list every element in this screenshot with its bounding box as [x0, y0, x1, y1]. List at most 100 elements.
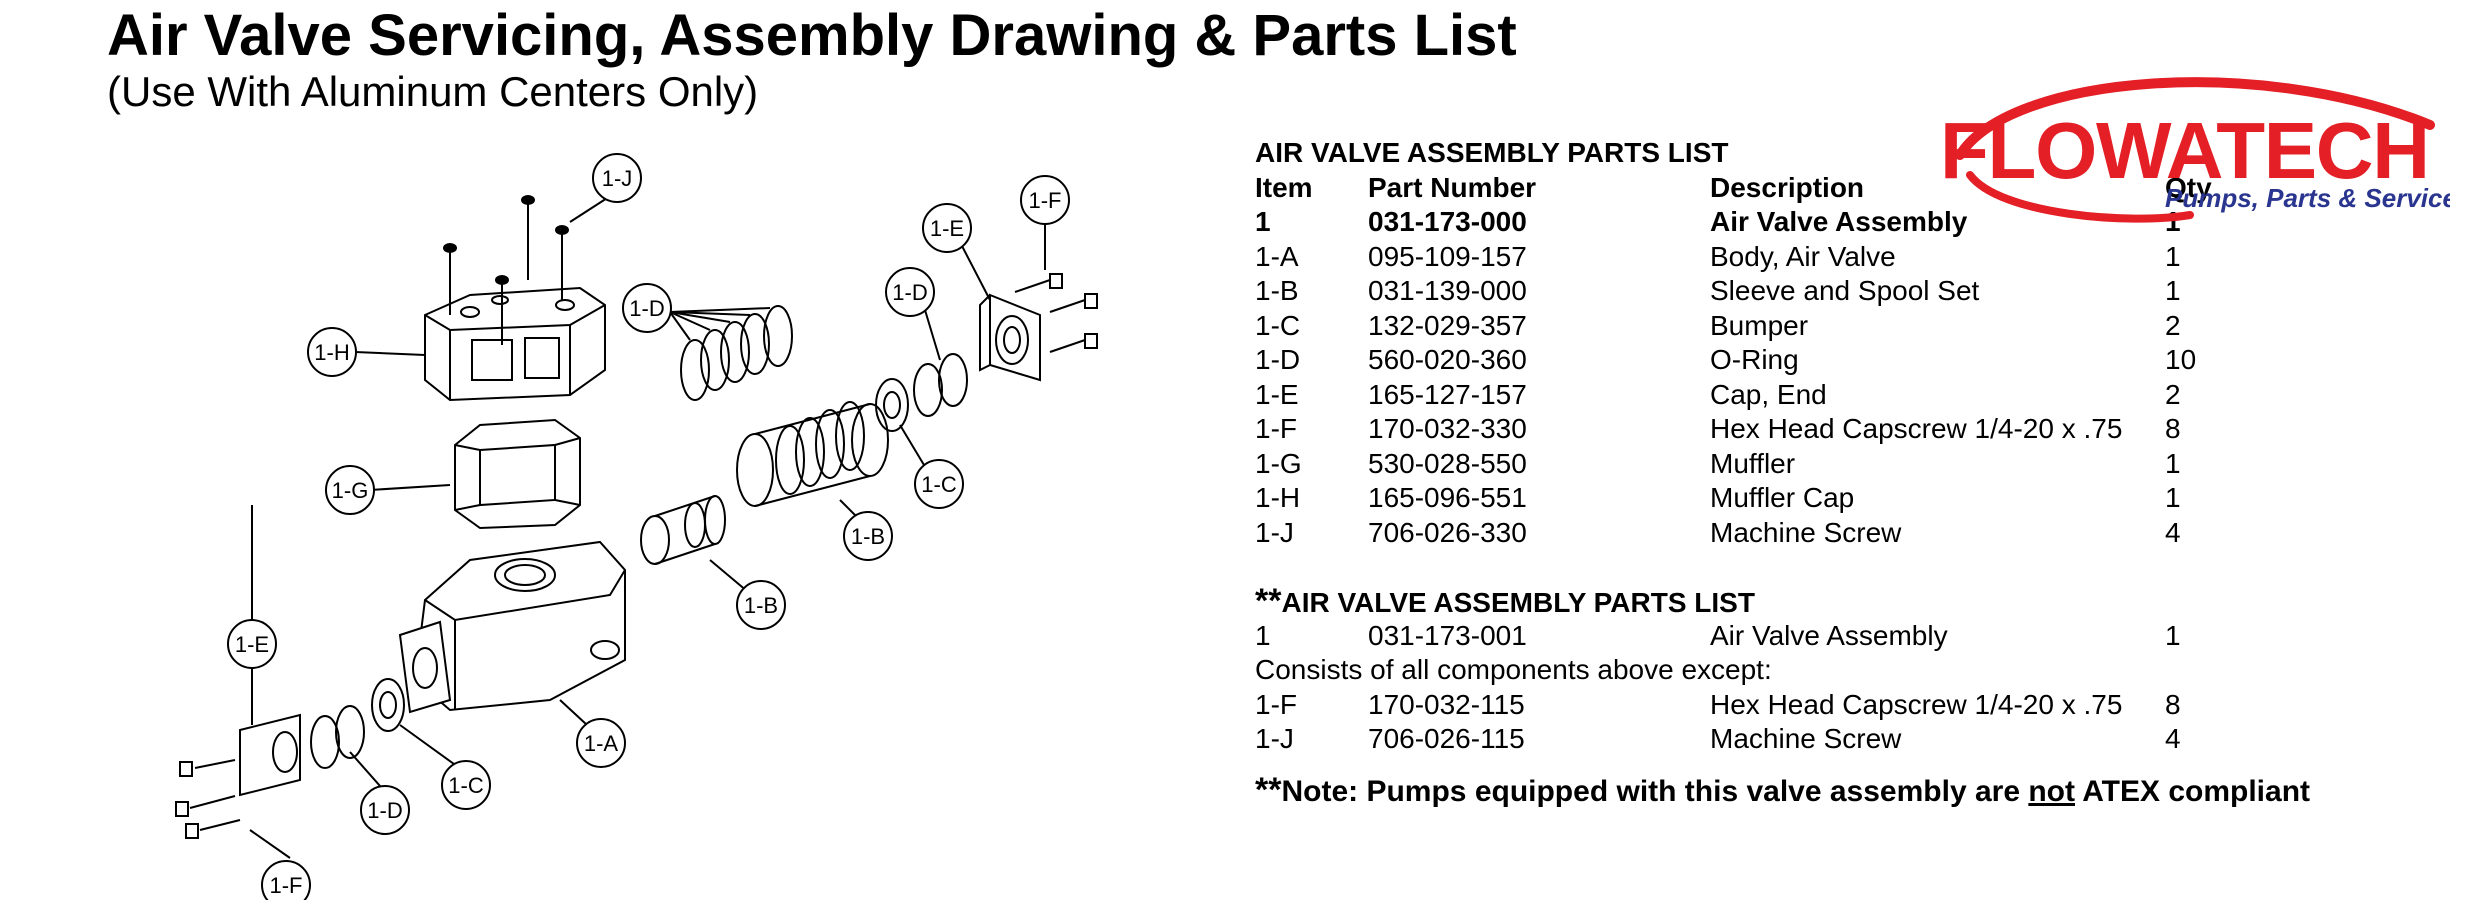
muffler-cap-part [424, 286, 606, 402]
o-ring-set-part [680, 305, 793, 401]
table-row: 1-G 530-028-550 Muffler 1 [1255, 447, 2375, 482]
callout-1-c-left: 1-C [441, 760, 491, 810]
left-end-cap-part [175, 713, 301, 839]
cell-part-number: 132-029-357 [1368, 309, 1527, 341]
cell-qty: 1 [2165, 447, 2181, 479]
right-end-cap-part [979, 273, 1098, 382]
callout-1-f-left: 1-F [261, 860, 311, 900]
callout-1-a: 1-A [576, 718, 626, 768]
cell-description: Machine Screw [1710, 723, 1902, 754]
header-description: Description [1710, 171, 1865, 203]
o-ring-right-2 [938, 353, 968, 407]
svg-text:1-H: 1-H [314, 340, 349, 365]
header-part-number: Part Number [1368, 171, 1537, 203]
alt-parts-list-title: **AIR VALVE ASSEMBLY PARTS LIST [1255, 582, 1755, 620]
callout-1-f-right: 1-F [1020, 175, 1070, 225]
cell-part-number: 706-026-115 [1368, 723, 1525, 754]
svg-text:1-F: 1-F [270, 873, 303, 898]
table-row: 1 031-173-001 Air Valve Assembly 1 [1255, 619, 2181, 651]
machine-screws-part [443, 195, 569, 345]
cell-item: 1-H [1255, 482, 1301, 513]
cell-item: 1-G [1255, 447, 1302, 479]
svg-text:1-J: 1-J [602, 166, 633, 191]
cell-item: 1-J [1255, 516, 1294, 548]
cell-item: 1-F [1255, 413, 1297, 444]
svg-text:1-C: 1-C [448, 773, 484, 798]
cell-part-number: 165-127-157 [1368, 378, 1527, 410]
cell-part-number: 560-020-360 [1368, 344, 1527, 375]
callout-1-j: 1-J [592, 153, 642, 203]
parts-list: AIR VALVE ASSEMBLY PARTS LIST Item Part … [1255, 136, 2375, 813]
callout-1-c-right: 1-C [914, 459, 964, 509]
svg-text:1-C: 1-C [921, 472, 957, 497]
cell-item: 1-B [1255, 275, 1299, 306]
o-ring-left-1 [310, 715, 340, 769]
cell-part-number: 165-096-551 [1368, 482, 1527, 513]
cell-part-number: 170-032-330 [1368, 413, 1527, 444]
cell-description: Body, Air Valve [1710, 240, 1896, 272]
cell-part-number: 170-032-115 [1368, 688, 1525, 720]
svg-text:1-D: 1-D [629, 296, 664, 321]
cell-part-number: 031-173-000 [1368, 206, 1527, 237]
callout-1-d-left: 1-D [360, 785, 410, 835]
callout-1-e-left: 1-E [227, 619, 277, 669]
table-row: 1-F 170-032-115 Hex Head Capscrew 1/4-20 x… [1255, 688, 2375, 723]
parts-list-title: AIR VALVE ASSEMBLY PARTS LIST [1255, 137, 1729, 168]
assembly-drawing: 1-J 1-H 1-D 1-G 1-E 1-F 1-D 1-C 1-B 1-B … [175, 153, 1098, 900]
svg-text:FLOWATECH: FLOWATECH [1940, 106, 2430, 195]
cell-qty: 1 [2165, 275, 2181, 306]
svg-text:1-B: 1-B [851, 524, 885, 549]
parts-list-header: Item Part Number Description Qty [1255, 171, 2375, 206]
cell-qty: 1 [2165, 482, 2181, 513]
cell-description: Hex Head Capscrew 1/4-20 x .75 [1710, 413, 2123, 444]
cell-description: Hex Head Capscrew 1/4-20 x .75 [1710, 688, 2123, 720]
cell-description: Muffler Cap [1710, 482, 1855, 513]
callout-1-b-top: 1-B [843, 511, 893, 561]
bumper-left [371, 678, 405, 732]
svg-text:1-B: 1-B [744, 593, 778, 618]
header-item: Item [1255, 171, 1313, 203]
muffler-part [454, 418, 581, 530]
cell-qty: 4 [2165, 516, 2181, 548]
svg-text:1-E: 1-E [930, 216, 964, 241]
svg-text:Pumps, Parts & Service: Pumps, Parts & Service [2165, 183, 2450, 213]
cell-qty: 1 [2165, 240, 2181, 272]
cell-item: 1-D [1255, 344, 1301, 375]
cell-item: 1-J [1255, 723, 1294, 754]
cell-part-number: 530-028-550 [1368, 447, 1527, 479]
cell-description: O-Ring [1710, 344, 1799, 375]
sleeve-spool-part [640, 401, 889, 565]
svg-text:1-D: 1-D [892, 280, 927, 305]
callout-1-b-bottom: 1-B [736, 580, 786, 630]
cell-item: 1-F [1255, 688, 1297, 720]
cell-qty: 2 [2165, 378, 2181, 410]
callout-1-d-top: 1-D [622, 283, 672, 333]
cell-item: 1 [1255, 206, 1271, 237]
cell-part-number: 095-109-157 [1368, 240, 1527, 272]
cell-description: Muffler [1710, 447, 1796, 479]
cell-part-number: 706-026-330 [1368, 516, 1527, 548]
cell-description: Bumper [1710, 309, 1809, 341]
callout-1-d-right: 1-D [885, 267, 935, 317]
table-row: 1-H 165-096-551 Muffler Cap 1 [1255, 481, 2375, 516]
svg-text:1-G: 1-G [332, 478, 369, 503]
cell-item: 1-E [1255, 378, 1299, 410]
svg-text:1-A: 1-A [584, 731, 619, 756]
consists-note: Consists of all components above except: [1255, 654, 1772, 685]
callout-1-h: 1-H [307, 327, 357, 377]
cell-qty: 2 [2165, 309, 2181, 341]
atex-note: **Note: Pumps equipped with this valve a… [1255, 770, 2311, 809]
header-qty: Qty [2165, 171, 2212, 203]
bumper-right [875, 378, 909, 432]
cell-qty: 8 [2165, 413, 2181, 444]
flowatech-logo: FLOWATECH Pumps, Parts & Service [1940, 77, 2450, 223]
svg-text:1-D: 1-D [367, 798, 402, 823]
valve-body-part [398, 540, 626, 714]
cell-description: Sleeve and Spool Set [1710, 275, 1980, 306]
